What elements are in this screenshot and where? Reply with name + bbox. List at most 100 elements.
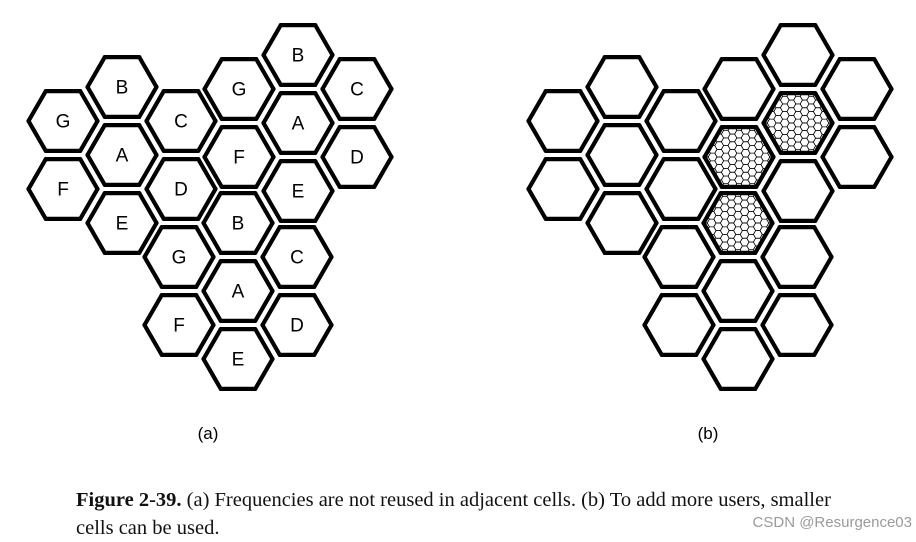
panel-a-cluster-border xyxy=(85,220,107,255)
panel-b-cluster-border xyxy=(761,188,783,223)
split-cell-outline xyxy=(762,92,834,154)
cell-label-a: A xyxy=(116,146,129,167)
panel-b-cluster-border xyxy=(694,254,716,289)
panel-b-cluster-border xyxy=(753,288,775,323)
micro-cell xyxy=(734,93,743,101)
panel-b-cluster-border xyxy=(585,191,607,226)
panel-b-cluster-border xyxy=(753,259,775,294)
panel-b-cluster-border xyxy=(813,159,835,194)
micro-cell xyxy=(786,265,795,273)
micro-cell xyxy=(853,70,862,78)
micro-cell xyxy=(734,108,743,116)
panel-a-cluster-border xyxy=(261,52,283,87)
panel-b-label: (b) xyxy=(698,424,719,443)
panel-b-cluster-border xyxy=(696,157,718,192)
panel-b-cluster-border xyxy=(642,254,664,289)
micro-cell xyxy=(846,173,855,181)
panel-b-cluster-border xyxy=(761,52,783,87)
panel-a-label: (a) xyxy=(198,424,219,443)
micro-cell xyxy=(681,250,690,258)
panel-a-cluster-border xyxy=(201,191,223,226)
panel-b-cluster-border xyxy=(812,322,834,357)
micro-cell xyxy=(840,146,849,154)
panel-b-cluster-border xyxy=(760,322,782,357)
panel-a-cluster-border xyxy=(85,191,107,226)
micro-cell xyxy=(681,189,690,197)
panel-a-cluster-border xyxy=(253,220,275,255)
panel-a-cluster-border xyxy=(142,322,164,357)
panel-a-cluster-border xyxy=(254,125,276,160)
micro-cell xyxy=(675,203,684,211)
panel-a-cluster-border xyxy=(85,84,107,119)
micro-cell xyxy=(780,177,789,185)
micro-cell xyxy=(781,172,790,180)
micro-cell xyxy=(674,253,683,261)
micro-cell xyxy=(741,96,750,104)
micro-cell xyxy=(780,170,789,178)
micro-cell xyxy=(846,96,855,104)
micro-cell xyxy=(674,193,683,201)
micro-cell xyxy=(681,173,690,181)
panel-b-cluster-border xyxy=(585,84,607,119)
panel-b-cluster-border xyxy=(585,220,607,255)
micro-cell xyxy=(787,184,796,192)
micro-cell-grid xyxy=(734,66,862,184)
micro-cell xyxy=(682,115,691,123)
micro-cell xyxy=(780,185,789,193)
panel-a-cluster-border xyxy=(137,123,159,158)
panel-a-cluster-border xyxy=(312,254,334,289)
micro-cell xyxy=(687,238,696,246)
panel-a-cluster-border xyxy=(313,159,335,194)
micro-cell xyxy=(682,107,691,115)
micro-cell xyxy=(794,180,803,188)
panel-b-cluster-border xyxy=(696,118,718,153)
caption-text: (a) Frequencies are not reused in adjace… xyxy=(76,489,831,539)
micro-cell xyxy=(780,66,789,74)
panel-b-cluster-border xyxy=(813,23,835,58)
panel-a-cluster-border xyxy=(194,225,216,260)
cell-label-d: D xyxy=(174,180,188,201)
micro-cell xyxy=(675,104,684,112)
micro-cell xyxy=(773,189,782,197)
micro-cell xyxy=(853,138,862,146)
micro-cell xyxy=(794,165,803,173)
micro-cell xyxy=(793,185,802,193)
micro-cell xyxy=(793,261,802,269)
micro-cell xyxy=(787,176,796,184)
panel-b-cluster-border xyxy=(753,327,775,362)
micro-cell xyxy=(840,138,849,146)
micro-cell xyxy=(786,257,795,265)
panel-a-cluster-border xyxy=(320,154,342,189)
micro-cell xyxy=(734,273,743,281)
micro-cell xyxy=(840,176,849,184)
micro-cell xyxy=(833,165,842,173)
micro-cell xyxy=(688,195,697,203)
panel-b-cluster-border xyxy=(637,55,659,90)
panel-a-cluster-border xyxy=(144,89,166,124)
panel-a-cluster-border xyxy=(320,57,342,92)
micro-cell xyxy=(793,253,802,261)
cell-label-b: B xyxy=(292,46,305,67)
panel-a-cluster-border xyxy=(26,157,48,192)
micro-cell xyxy=(687,231,696,239)
panel-a-cluster-border xyxy=(196,118,218,153)
micro-cell xyxy=(773,257,782,265)
micro-cell xyxy=(674,200,683,208)
panel-a-cluster-border xyxy=(254,86,276,121)
micro-cell xyxy=(674,276,683,284)
micro-cell xyxy=(747,100,756,108)
micro-cell xyxy=(687,208,696,216)
micro-cell xyxy=(833,150,842,158)
panel-b-cluster-border xyxy=(578,157,600,192)
micro-cell xyxy=(846,81,855,89)
micro-cell xyxy=(780,246,789,254)
micro-cell xyxy=(807,66,816,74)
panel-a-cluster-border xyxy=(137,84,159,119)
micro-cell xyxy=(695,191,704,199)
panel-a-cluster-border xyxy=(142,293,164,328)
panel-a-cluster-border xyxy=(26,118,48,153)
micro-cell xyxy=(681,242,690,250)
micro-cell xyxy=(827,153,836,161)
micro-cell xyxy=(840,131,849,139)
panel-a-cluster-border xyxy=(78,157,100,192)
